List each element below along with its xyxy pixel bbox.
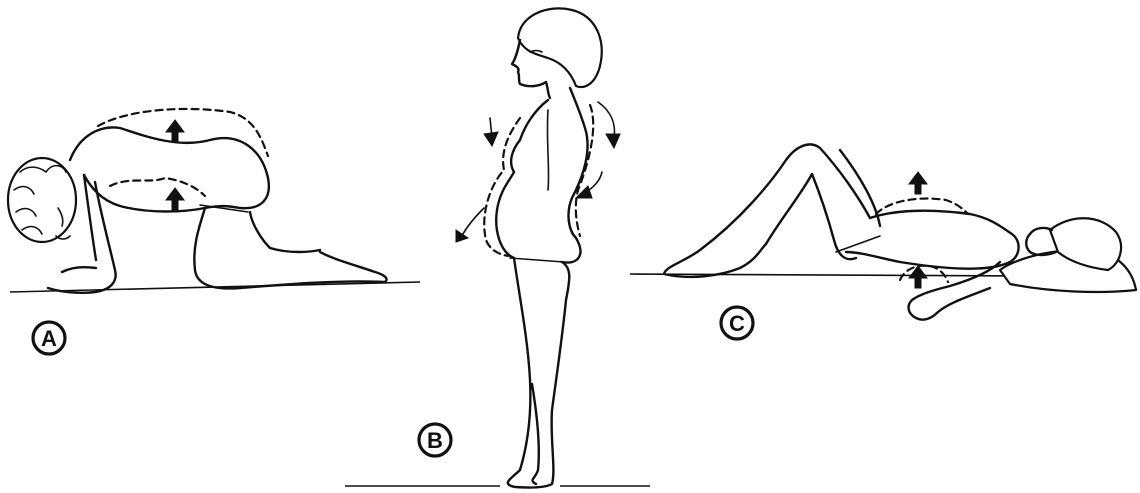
figure-c-arm bbox=[909, 262, 1000, 320]
figure-b-standing bbox=[345, 8, 650, 487]
badge-label-c: C bbox=[729, 311, 745, 336]
arrow-down-icon-head bbox=[484, 132, 498, 146]
badge-label-a: A bbox=[41, 326, 57, 351]
arrow-up-icon bbox=[166, 120, 184, 142]
figure-b-legs bbox=[508, 258, 569, 488]
figure-b-arm bbox=[547, 110, 548, 190]
figure-a-belly-dashed bbox=[110, 178, 205, 196]
figure-b-hair bbox=[518, 8, 602, 87]
figure-b-torso bbox=[496, 88, 587, 263]
arrow-diagonal-icon-head bbox=[456, 230, 468, 242]
figure-c-leotard-edge bbox=[836, 236, 880, 252]
floor-line-c bbox=[630, 274, 1030, 276]
arrow-curved-icon-head bbox=[606, 134, 620, 148]
figure-a-hands-knees bbox=[8, 109, 420, 293]
figure-c-back-lying bbox=[630, 144, 1136, 319]
arrow-diagonal-icon bbox=[462, 208, 484, 236]
figure-c-legs bbox=[664, 144, 880, 276]
arrow-curved-icon bbox=[598, 102, 614, 138]
label-badge-c: C bbox=[721, 307, 753, 339]
label-badge-a: A bbox=[33, 322, 65, 354]
figure-b-leotard-edge bbox=[510, 258, 564, 262]
arrow-up-icon bbox=[909, 172, 927, 194]
arrow-up-icon bbox=[166, 188, 184, 212]
badge-label-b: B bbox=[427, 428, 443, 453]
figure-a-leg bbox=[194, 208, 386, 288]
label-badge-b: B bbox=[419, 424, 451, 456]
